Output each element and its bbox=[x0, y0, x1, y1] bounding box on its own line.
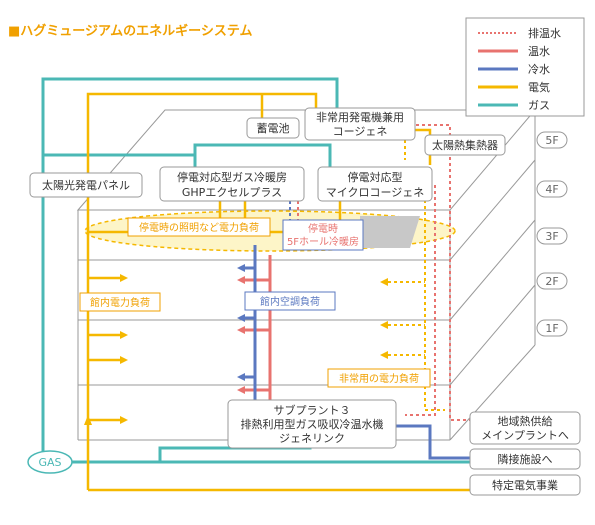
cogen-emergency-label-1: 非常用発電機兼用 bbox=[316, 110, 404, 124]
solar-thermal-label: 太陽熱集熱器 bbox=[432, 138, 498, 152]
outage-hall-text-1: 停電時 bbox=[308, 222, 338, 235]
micro-cogen-label-2: マイクロコージェネ bbox=[326, 186, 425, 199]
exhaust-hot-water-lines bbox=[405, 124, 470, 421]
subplant-label-2: 排熱利用型ガス吸収冷温水機 bbox=[241, 417, 384, 431]
gas-label: GAS bbox=[38, 456, 61, 469]
legend-item: ガス bbox=[478, 99, 550, 112]
legend-label: 排温水 bbox=[528, 26, 561, 40]
district-heat-box: 地域熱供給 メインプラントへ bbox=[469, 411, 581, 445]
utility-label: 特定電気事業 bbox=[492, 478, 558, 492]
floor-tag-4f: 4F bbox=[545, 183, 558, 196]
floor-tag-3f: 3F bbox=[545, 230, 558, 243]
battery-label: 蓄電池 bbox=[257, 122, 290, 135]
legend-item: 冷水 bbox=[478, 63, 550, 76]
legend-item: 排温水 bbox=[478, 26, 561, 40]
ghp-box: 停電対応型ガス冷暖房 GHPエクセルプラス bbox=[159, 166, 305, 202]
outage-hall-text-2: 5Fホール冷暖房 bbox=[287, 235, 359, 248]
emergency-power-text: 非常用の電力負荷 bbox=[339, 372, 419, 385]
gas-lines bbox=[41, 77, 475, 464]
neighbor-label: 隣接施設へ bbox=[498, 452, 553, 466]
district-heat-label-1: 地域熱供給 bbox=[498, 414, 553, 428]
subplant-label-3: ジェネリンク bbox=[279, 432, 345, 445]
emergency-electric-arrows bbox=[380, 278, 388, 359]
electricity-arrows bbox=[84, 274, 128, 425]
building-hvac-label: 館内空調負荷 bbox=[244, 291, 336, 311]
outage-load-label: 停電時の照明など電力負荷 bbox=[127, 217, 271, 237]
micro-cogen-label-1: 停電対応型 bbox=[348, 170, 403, 184]
chilled-water-lines bbox=[245, 245, 470, 460]
emergency-power-label: 非常用の電力負荷 bbox=[327, 368, 431, 388]
floor-tag-1f: 1F bbox=[545, 322, 558, 335]
hot-water-lines bbox=[245, 255, 272, 400]
building-power-label: 館内電力負荷 bbox=[79, 292, 161, 312]
utility-box: 特定電気事業 bbox=[469, 474, 581, 496]
outage-load-text: 停電時の照明など電力負荷 bbox=[139, 221, 259, 234]
legend-label: 温水 bbox=[528, 45, 550, 58]
building-power-text: 館内電力負荷 bbox=[90, 296, 150, 309]
battery-box: 蓄電池 bbox=[246, 117, 300, 139]
building-hvac-text: 館内空調負荷 bbox=[260, 295, 320, 308]
ghp-label-2: GHPエクセルプラス bbox=[182, 186, 282, 199]
legend-label: 冷水 bbox=[528, 63, 550, 76]
subplant-box: サブプラント３ 排熱利用型ガス吸収冷温水機 ジェネリンク bbox=[227, 399, 397, 449]
hall-feed-dashes bbox=[289, 195, 299, 220]
solar-thermal-box: 太陽熱集熱器 bbox=[424, 134, 506, 156]
solar-panel-box: 太陽光発電パネル bbox=[29, 172, 143, 198]
micro-cogen-box: 停電対応型 マイクロコージェネ bbox=[317, 166, 433, 202]
ghp-label-1: 停電対応型ガス冷暖房 bbox=[177, 170, 287, 184]
subplant-label-1: サブプラント３ bbox=[274, 403, 351, 417]
cogen-emergency-box: 非常用発電機兼用 コージェネ bbox=[304, 107, 416, 141]
gas-node: GAS bbox=[27, 450, 73, 474]
building-outline bbox=[76, 109, 537, 441]
floor-tag-2f: 2F bbox=[545, 275, 558, 288]
cogen-emergency-label-2: コージェネ bbox=[333, 125, 388, 138]
hall-shade bbox=[360, 216, 420, 248]
neighbor-box: 隣接施設へ bbox=[469, 448, 581, 470]
page-title: ■ハグミュージアムのエネルギーシステム bbox=[8, 23, 252, 39]
outage-hall-label: 停電時 5Fホール冷暖房 bbox=[282, 219, 364, 251]
legend-item: 温水 bbox=[478, 45, 550, 58]
legend-item: 電気 bbox=[478, 80, 550, 94]
district-heat-label-2: メインプラントへ bbox=[481, 429, 569, 442]
legend-label: 電気 bbox=[528, 80, 550, 94]
floor-tag-5f: 5F bbox=[545, 134, 558, 147]
floor-tags: 5F 4F 3F 2F 1F bbox=[536, 131, 568, 337]
legend-label: ガス bbox=[528, 99, 550, 112]
solar-panel-label: 太陽光発電パネル bbox=[42, 178, 130, 192]
emergency-electric-dotted bbox=[388, 134, 445, 411]
